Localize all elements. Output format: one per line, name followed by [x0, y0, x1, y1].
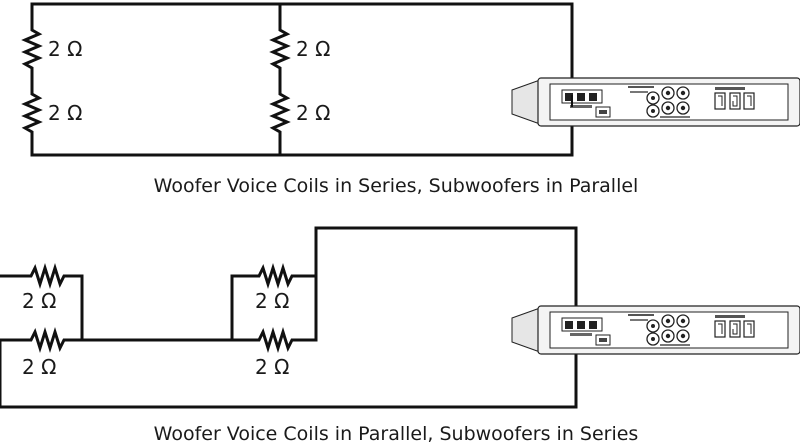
resistor-label: 2 Ω: [255, 289, 289, 313]
bottom-diagram-caption: Woofer Voice Coils in Parallel, Subwoofe…: [154, 423, 639, 445]
resistor-symbol: [21, 24, 43, 72]
top-diagram-caption: Woofer Voice Coils in Series, Subwoofers…: [154, 175, 639, 197]
resistor-label: 2 Ω: [22, 289, 56, 313]
series-parallel-circuit: 2 Ω 2 Ω 2 Ω 2 Ω: [21, 2, 800, 157]
resistor-symbol: [21, 88, 43, 136]
resistor-symbol: [252, 326, 298, 354]
amplifier-icon: [511, 305, 800, 355]
resistor-label: 2 Ω: [48, 37, 82, 61]
top-wire-loop: [30, 2, 574, 157]
resistor-symbol: [24, 262, 70, 290]
series-loop: [0, 226, 578, 409]
parallel-series-circuit: 2 Ω 2 Ω 2 Ω 2 Ω: [0, 226, 800, 409]
resistor-label: 2 Ω: [22, 355, 56, 379]
amplifier-icon: [511, 77, 800, 127]
resistor-label: 2 Ω: [48, 101, 82, 125]
resistor-symbol: [269, 24, 291, 72]
resistor-symbol: [269, 88, 291, 136]
resistor-label: 2 Ω: [296, 37, 330, 61]
resistor-label: 2 Ω: [255, 355, 289, 379]
resistor-symbol: [252, 262, 298, 290]
resistor-symbol: [24, 326, 70, 354]
resistor-label: 2 Ω: [296, 101, 330, 125]
